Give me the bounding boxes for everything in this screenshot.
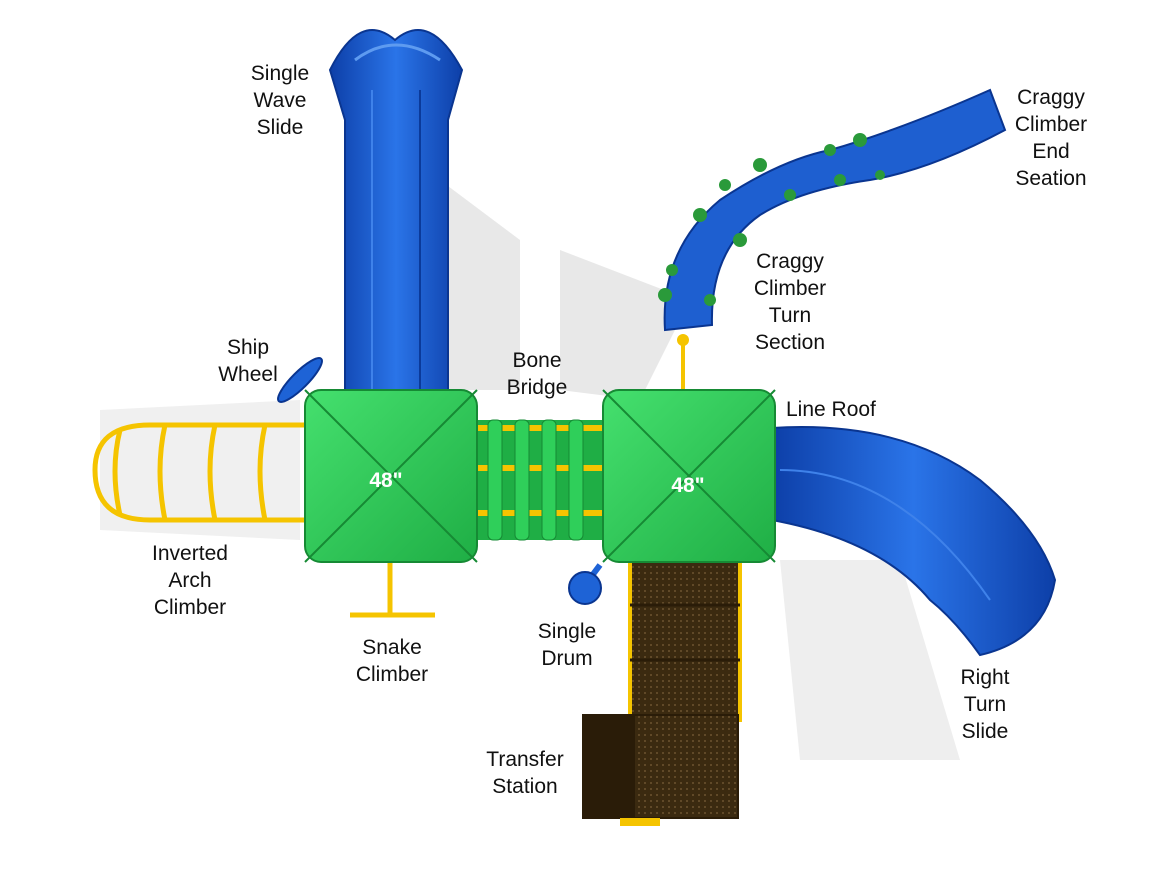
ground-shadows xyxy=(100,180,960,760)
roof-height-label: 48" xyxy=(369,469,402,492)
label-line-roof: Line Roof xyxy=(786,398,876,421)
roof-height-label: 48" xyxy=(671,474,704,497)
single-drum xyxy=(568,563,603,605)
line-roof-right: 48" xyxy=(602,389,776,563)
transfer-station xyxy=(582,553,742,826)
right-turn-slide xyxy=(771,426,1057,657)
ship-wheel xyxy=(277,357,323,403)
bone-bridge xyxy=(478,419,608,541)
snake-climber xyxy=(350,560,435,618)
inverted-arch-climber xyxy=(92,422,305,523)
single-wave-slide xyxy=(328,29,464,396)
line-roof-left: 48" xyxy=(304,389,478,563)
craggy-climber xyxy=(658,88,1007,390)
